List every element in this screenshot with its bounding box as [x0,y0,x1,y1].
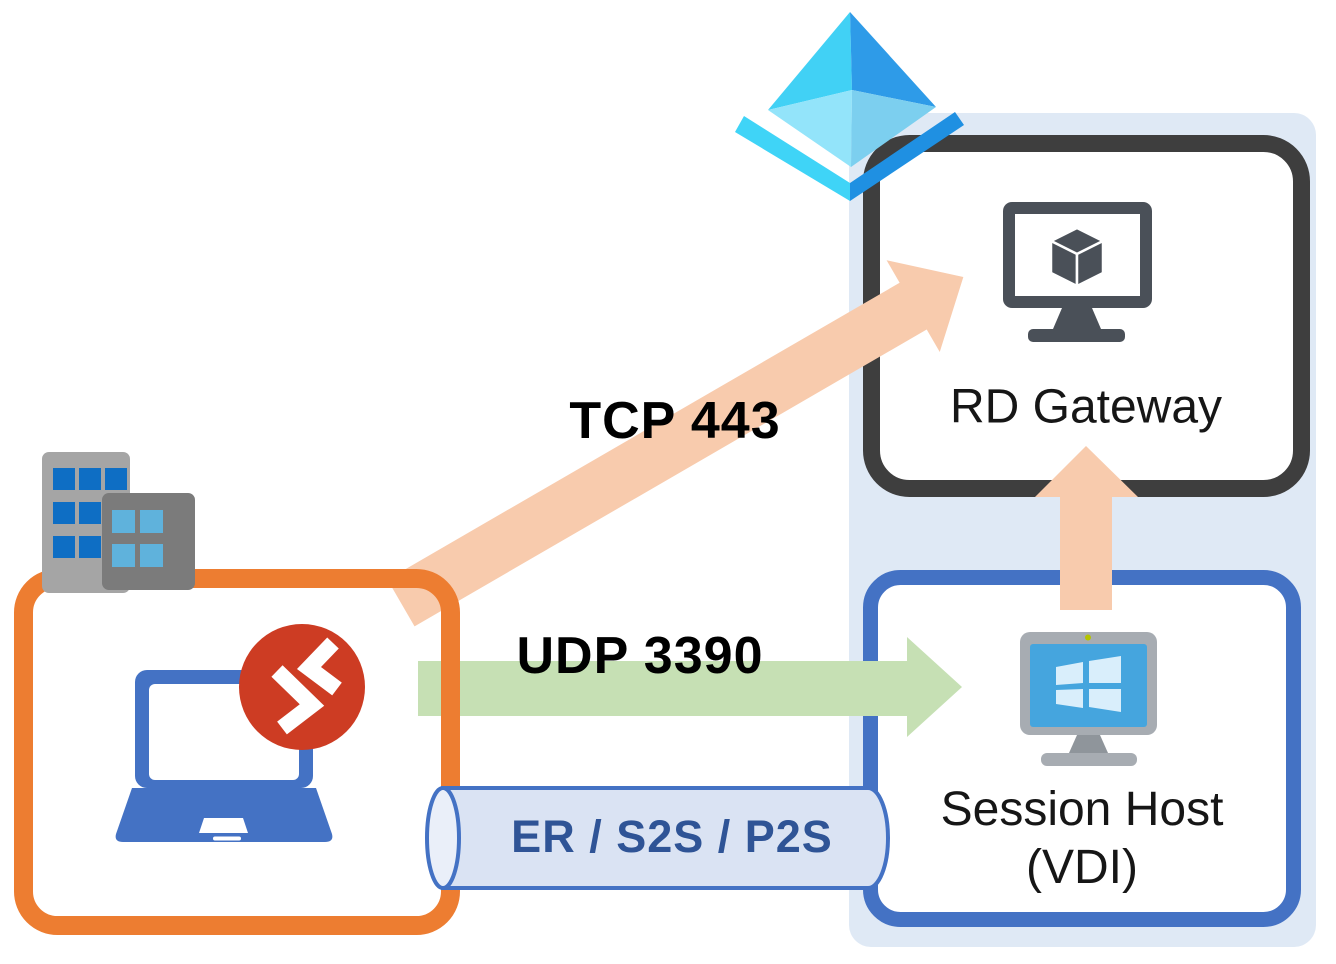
gateway-monitor-cube-icon [1003,202,1152,342]
session-host-label-line1: Session Host [940,783,1224,836]
camera-dot-icon [1085,634,1091,641]
remote-desktop-icon [239,624,365,750]
rd-gateway-label: RD Gateway [949,380,1223,434]
touchpad [199,818,248,833]
session-host-label: Session Host (VDI) [941,781,1224,897]
udp-3390-label: UDP 3390 [516,627,764,685]
office-buildings-icon [42,452,195,593]
session-host-label-line2: (VDI) [1026,841,1138,894]
windows-logo-icon [1056,656,1121,712]
session-to-gateway-arrow [1035,446,1138,610]
tunnel-label: ER / S2S / P2S [511,811,833,862]
tcp-443-label: TCP 443 [569,392,781,450]
udp-3390-arrow [418,637,962,737]
windows-vm-monitor-icon [1020,632,1157,766]
on-premises-box-border [14,569,460,935]
cube-icon [1049,226,1105,288]
vpn-tunnel-cylinder [425,786,890,890]
azure-diamond-icon [735,12,964,201]
tcp-443-arrow [387,260,964,627]
